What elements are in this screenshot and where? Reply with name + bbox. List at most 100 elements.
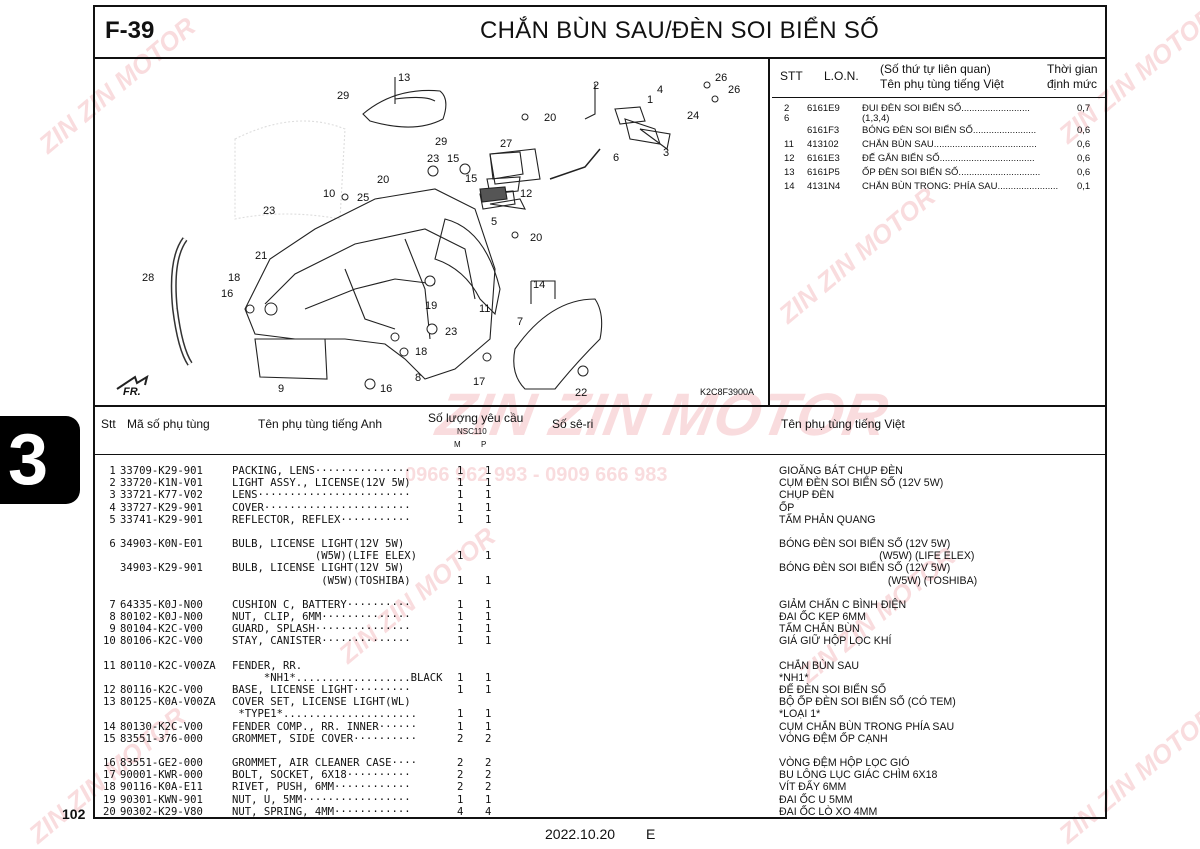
part-code: 83551-376-000: [120, 732, 203, 745]
part-vn: VÒNG ĐỆM HỘP LỌC GIÓ: [779, 757, 910, 769]
callout-13: 13: [398, 72, 410, 84]
callout-29b: 29: [435, 136, 447, 148]
part-m: 1: [457, 501, 464, 514]
part-code: 34903-K29-901: [120, 562, 203, 575]
part-vn: ĐAI ỐC U 5MM: [779, 793, 853, 806]
diagram-code: K2C8F3900A: [700, 387, 755, 397]
part-code: 80130-K2C-V00: [120, 720, 203, 733]
part-en: LENS························: [232, 489, 411, 502]
part-m: 1: [457, 465, 464, 477]
part-m: 1: [457, 684, 464, 696]
callout-15a: 15: [447, 153, 459, 165]
part-no: 1: [103, 465, 116, 477]
part-en: STAY, CANISTER··············: [232, 635, 411, 648]
part-vn: BÓNG ĐÈN SOI BIỂN SỐ (12V 5W): [779, 538, 951, 550]
part-en: BULB, LICENSE LIGHT(12V 5W): [232, 562, 405, 575]
callout-28: 28: [142, 272, 154, 284]
part-m: 1: [457, 550, 464, 563]
part-m: 1: [457, 708, 464, 721]
callout-2: 2: [593, 80, 599, 92]
part-en: NUT, SPRING, 4MM············: [232, 805, 411, 818]
part-m: 4: [457, 805, 464, 818]
related-name: ĐẾ GẮN BIỂN SỐ..........................…: [862, 153, 1035, 164]
page-number: 102: [62, 806, 86, 822]
part-no: 18: [103, 781, 116, 794]
fr-label: FR.: [123, 386, 141, 398]
part-p: 1: [485, 611, 492, 623]
part-m: 1: [457, 793, 464, 806]
related-name: BÓNG ĐÈN SOI BIỂN SỐ....................…: [862, 125, 1037, 136]
part-en: REFLECTOR, REFLEX···········: [232, 513, 411, 526]
part-p: 2: [485, 781, 492, 794]
part-p: 1: [485, 623, 492, 636]
part-no: 12: [103, 684, 116, 696]
related-stt: 6: [784, 113, 790, 124]
part-p: 1: [485, 513, 492, 526]
related-lon: 6161P5: [807, 167, 840, 178]
part-en: BULB, LICENSE LIGHT(12V 5W): [232, 538, 405, 550]
callout-23c: 23: [445, 326, 457, 338]
hdr-m: M: [454, 440, 461, 449]
callout-16a: 16: [221, 288, 233, 300]
related-stt: 12: [784, 153, 795, 164]
part-p: 1: [485, 574, 492, 587]
part-code: 80116-K2C-V00: [120, 684, 203, 696]
part-en: GROMMET, SIDE COVER··········: [232, 732, 417, 745]
part-p: 1: [485, 708, 492, 721]
related-stt: 13: [784, 167, 795, 178]
part-en: (W5W)(TOSHIBA): [232, 574, 411, 587]
callout-1: 1: [647, 94, 653, 106]
part-code: 80102-K0J-N00: [120, 611, 203, 623]
part-vn: TẤM PHẢN QUANG: [779, 513, 876, 526]
part-vn: ĐAI ỐC LÒ XO 4MM: [779, 805, 878, 818]
part-m: 1: [457, 611, 464, 623]
part-m: 1: [457, 489, 464, 502]
part-code: 33720-K1N-V01: [120, 477, 203, 490]
related-time: 0,6: [1077, 139, 1091, 150]
part-code: 33741-K29-901: [120, 513, 203, 526]
page-header: F-39 CHẮN BÙN SAU/ĐÈN SOI BIỂN SỐ: [95, 7, 1105, 59]
callout-10: 10: [323, 188, 335, 200]
part-p: 1: [485, 550, 492, 563]
part-code: 64335-K0J-N00: [120, 598, 203, 611]
part-code: 90116-K0A-E11: [120, 781, 203, 794]
part-m: 1: [457, 574, 464, 587]
part-code: 90301-KWN-901: [120, 793, 203, 806]
part-p: 2: [485, 769, 492, 782]
part-vn: GIOĂNG BÁT CHỤP ĐÈN: [779, 465, 903, 477]
part-code: 80104-K2C-V00: [120, 623, 203, 636]
part-vn: CỤM CHẮN BÙN TRONG PHÍA SAU: [779, 720, 955, 733]
part-en: COVER SET, LICENSE LIGHT(WL): [232, 696, 411, 709]
parts-table-header: Stt Mã số phụ tùng Tên phụ tùng tiếng An…: [95, 405, 1105, 455]
part-en: GROMMET, AIR CLEANER CASE····: [232, 757, 417, 769]
hdr-serial: Số sê-ri: [552, 417, 594, 431]
callout-27: 27: [500, 138, 512, 150]
part-vn: CỤM ĐÈN SOI BIỂN SỐ (12V 5W): [779, 477, 944, 490]
part-callouts: 13 2 26 26 4 1 24 29 29 20 27 3 6 23 15 …: [123, 72, 740, 399]
related-time: 0,6: [1077, 153, 1091, 164]
part-vn: ĐAI ỐC KẸP 6MM: [779, 611, 866, 623]
part-m: 2: [457, 769, 464, 782]
col-time-1: Thời gian: [1047, 62, 1098, 76]
part-code: 90302-K29-V80: [120, 805, 203, 818]
related-stt: 14: [784, 181, 795, 192]
part-m: 1: [457, 598, 464, 611]
col-lon: L.O.N.: [824, 69, 859, 83]
callout-14: 14: [533, 279, 545, 291]
related-stt: 11: [784, 139, 794, 150]
callout-16b: 16: [380, 383, 392, 395]
part-p: 1: [485, 684, 492, 696]
part-m: 1: [457, 671, 464, 684]
part-no: 11: [103, 659, 116, 672]
part-no: 9: [103, 623, 116, 636]
part-no: 10: [103, 635, 116, 648]
